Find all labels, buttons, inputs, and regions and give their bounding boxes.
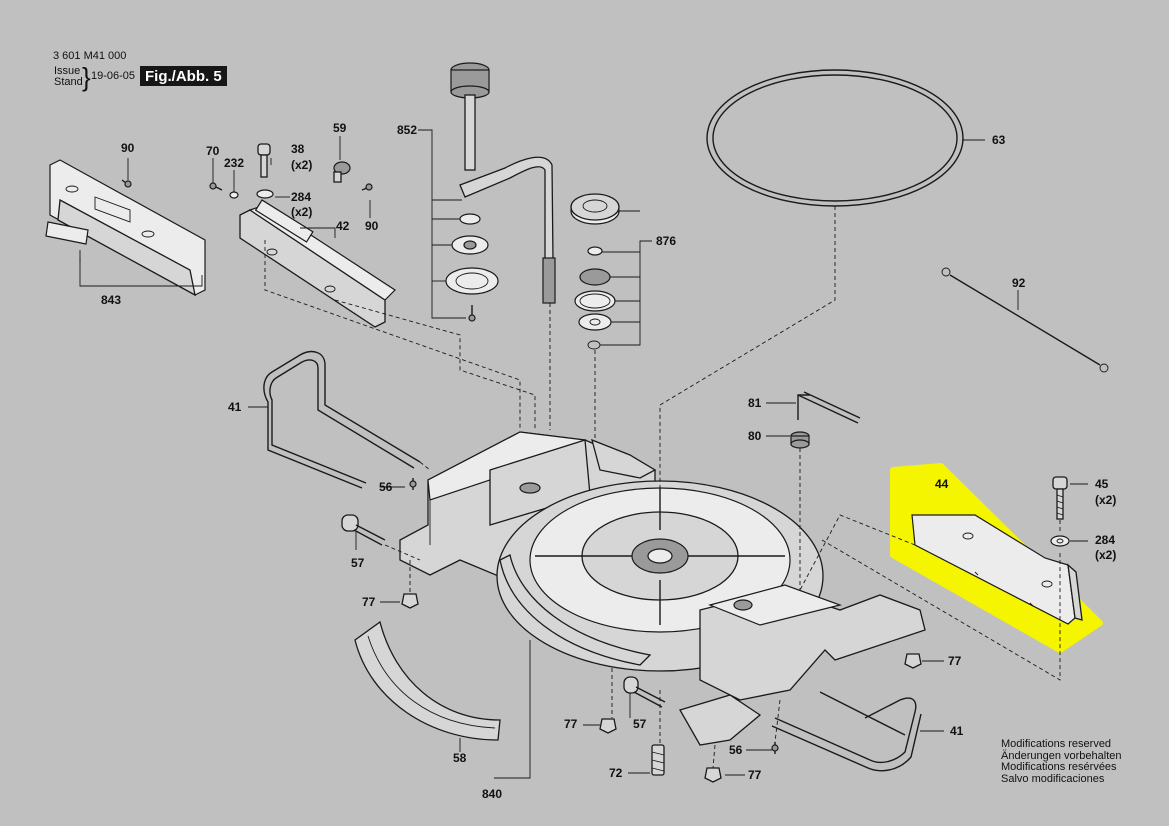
issue-label: Issue [54,65,81,77]
label-part-59: 59 [333,121,347,135]
base-housing [399,431,657,586]
part-284-washer-right[interactable] [1050,535,1070,547]
part-92-cable[interactable] [941,267,1109,373]
label-part-77a: 77 [362,595,376,609]
part-77-nut-c[interactable] [904,653,922,669]
turntable [496,480,824,672]
part-70-screw[interactable] [209,182,223,191]
base-housing-right [679,584,926,746]
part-42-fence-rail[interactable] [239,199,396,328]
label-part-284b: 284 [1095,533,1116,547]
part-56-screw-upper[interactable] [409,478,417,490]
part-59-knob[interactable] [333,161,351,183]
part-77-nut-b[interactable] [599,718,617,734]
modifications-notice: Modifications reserved Änderungen vorbeh… [1001,738,1122,785]
part-56-screw-lower[interactable] [771,742,779,754]
part-38-screw[interactable] [257,143,271,178]
notice-de: Änderungen vorbehalten [1001,749,1122,762]
issue-date: 19-06-05 [91,70,136,82]
assembly-lines [79,206,1061,769]
part-72-bolt[interactable] [651,744,665,776]
label-part-56a: 56 [379,480,393,494]
label-part-284b-qty: (x2) [1095,548,1117,562]
part-852-clamp-assembly[interactable] [445,62,556,322]
part-63-ring[interactable] [706,69,964,207]
label-part-81: 81 [748,396,762,410]
part-57-pin-upper[interactable] [341,514,386,546]
label-part-284a: 284 [291,190,312,204]
label-part-284a-qty: (x2) [291,205,313,219]
part-876-knob-assembly[interactable] [570,193,620,350]
notice-fr: Modifications resérvées [1001,761,1117,773]
label-part-70: 70 [206,144,220,158]
label-part-843: 843 [101,293,122,307]
label-part-77b: 77 [948,654,962,668]
part-90-screw-left[interactable] [121,179,132,188]
part-232-washer[interactable] [229,191,239,199]
label-part-44: 44 [935,477,949,491]
label-part-72: 72 [609,766,623,780]
stand-label: Stand [54,76,83,88]
label-part-42: 42 [336,219,350,233]
label-part-90a: 90 [121,141,135,155]
label-part-63: 63 [992,133,1006,147]
label-part-80: 80 [748,429,762,443]
label-part-41a: 41 [228,400,242,414]
label-part-90b: 90 [365,219,379,233]
part-284-washer-left[interactable] [256,189,274,199]
label-part-56b: 56 [729,743,743,757]
label-part-77c: 77 [564,717,578,731]
part-44-bracket[interactable] [911,514,1083,625]
part-90-screw-right[interactable] [361,183,373,191]
part-77-nut-a[interactable] [401,593,419,609]
part-81-hex-key[interactable] [797,391,861,424]
part-45-screw[interactable] [1052,476,1068,520]
part-58-scale[interactable] [354,620,501,741]
part-41-handle-left[interactable] [263,350,421,489]
brace-glyph: } [82,62,91,92]
label-part-41b: 41 [950,724,964,738]
part-77-nut-d[interactable] [704,767,722,783]
label-part-38-qty: (x2) [291,158,313,172]
label-part-45-qty: (x2) [1095,493,1117,507]
part-number: 3 601 M41 000 [53,50,127,62]
label-part-45: 45 [1095,477,1109,491]
label-part-58: 58 [453,751,467,765]
part-843-fence-plate[interactable] [45,159,206,297]
label-part-852: 852 [397,123,418,137]
figure-label: Fig./Abb. 5 [140,66,227,86]
label-part-38: 38 [291,142,305,156]
part-80-nut[interactable] [790,431,810,449]
label-part-92: 92 [1012,276,1026,290]
label-part-57a: 57 [351,556,365,570]
label-part-57b: 57 [633,717,647,731]
label-part-232: 232 [224,156,245,170]
label-part-840: 840 [482,787,503,801]
label-part-876: 876 [656,234,677,248]
notice-en: Modifications reserved [1001,738,1112,750]
part-41-handle-right[interactable] [771,691,922,772]
label-part-77d: 77 [748,768,762,782]
leader-lines [79,129,1088,779]
notice-es: Salvo modificaciones [1001,772,1105,785]
